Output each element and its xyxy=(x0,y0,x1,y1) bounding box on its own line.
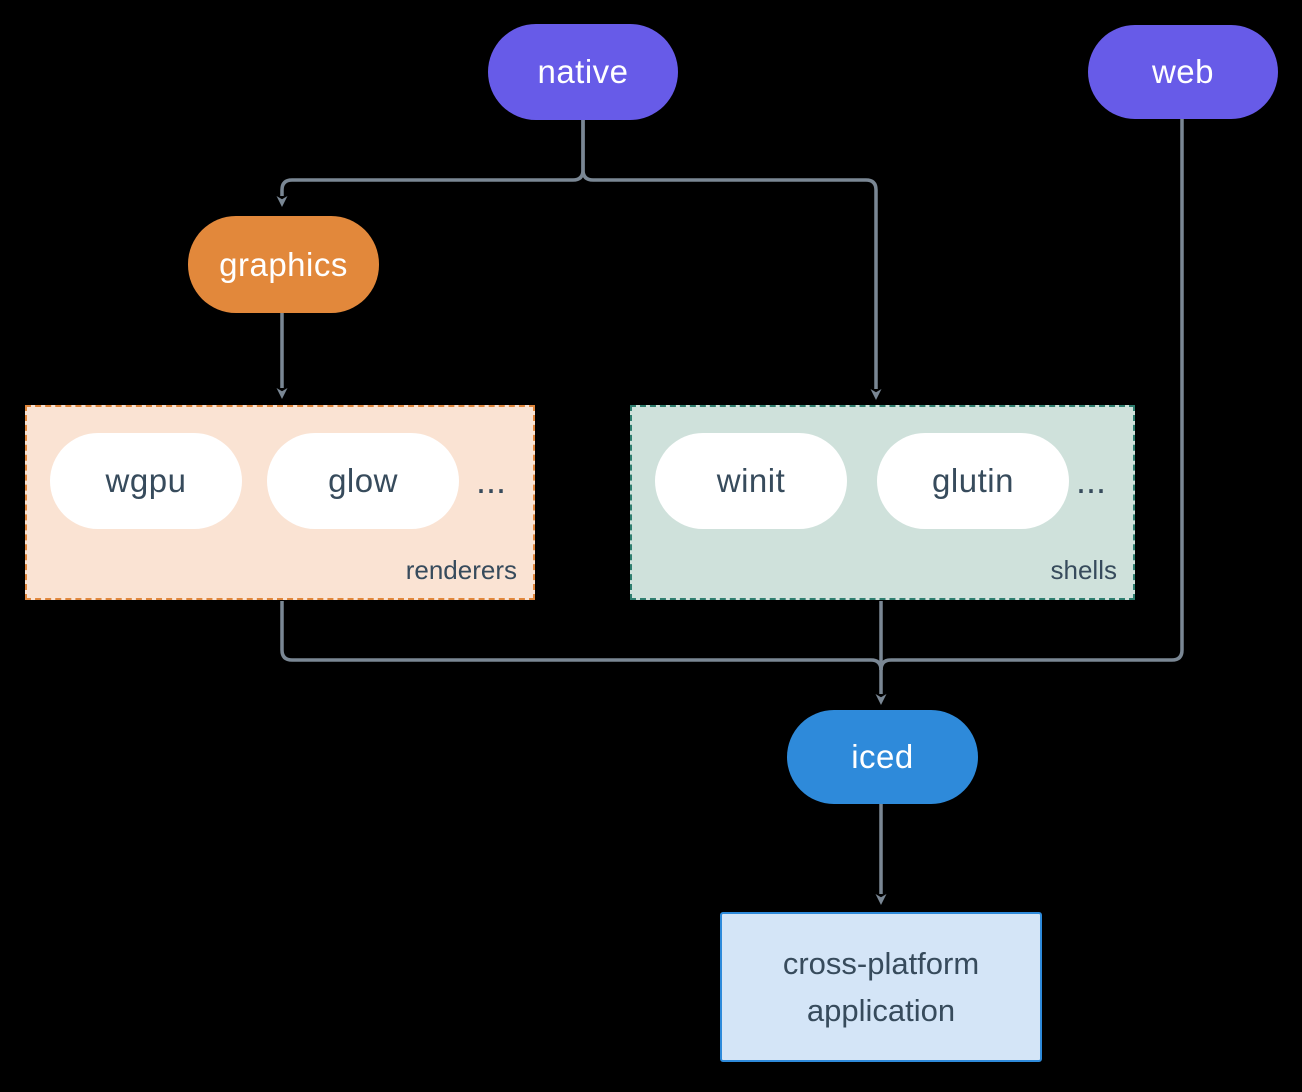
node-glutin: glutin xyxy=(877,433,1069,529)
app-label-line1: cross-platform xyxy=(782,946,980,981)
node-native-label: native xyxy=(537,53,629,90)
app-label-line2: application xyxy=(806,993,956,1028)
node-winit-label: winit xyxy=(716,462,786,499)
node-glow-label: glow xyxy=(328,462,398,499)
edge-renderers-to-junction xyxy=(280,601,883,671)
node-iced-label: iced xyxy=(851,738,914,775)
renderers-group-label: renderers xyxy=(405,555,517,585)
node-wgpu-label: wgpu xyxy=(105,462,187,499)
node-cross-platform-application: cross-platform application xyxy=(720,912,1042,1062)
node-iced: iced xyxy=(787,710,978,804)
node-wgpu: wgpu xyxy=(50,433,242,529)
node-glow: glow xyxy=(267,433,459,529)
node-native: native xyxy=(488,24,678,120)
group-renderers: wgpu glow ... renderers xyxy=(25,405,535,600)
node-glutin-label: glutin xyxy=(932,462,1014,499)
edge-native-to-graphics xyxy=(276,120,585,207)
node-graphics: graphics xyxy=(188,216,379,313)
renderers-ellipsis: ... xyxy=(475,460,506,501)
shells-ellipsis: ... xyxy=(1075,460,1106,501)
shells-group-label: shells xyxy=(1050,555,1117,585)
edge-native-to-shells xyxy=(581,120,882,400)
node-web-label: web xyxy=(1151,53,1215,90)
node-web: web xyxy=(1088,25,1278,119)
node-graphics-label: graphics xyxy=(219,245,348,283)
node-winit: winit xyxy=(655,433,847,529)
group-shells: winit glutin ... shells xyxy=(630,405,1135,600)
